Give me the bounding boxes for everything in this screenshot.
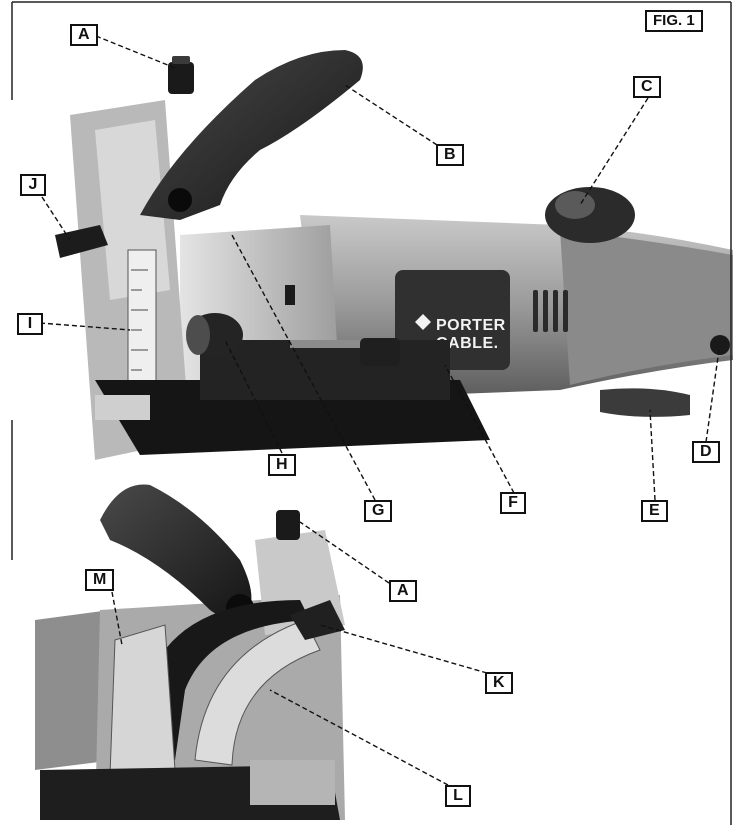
callout-m: M <box>85 569 115 591</box>
figure-title: FIG. 1 <box>645 10 703 32</box>
callout-a-bottom: A <box>389 580 417 602</box>
callout-h: H <box>268 454 296 476</box>
top-tool-view: PORTER CABLE. <box>55 50 733 460</box>
bottom-tool-view <box>35 484 345 820</box>
main-handle <box>140 50 363 220</box>
callout-e: E <box>641 500 668 522</box>
fence-knob-lower <box>276 510 300 540</box>
callout-i: I <box>17 313 43 335</box>
angle-bracket <box>150 600 310 760</box>
depth-stop-rod <box>290 340 390 348</box>
callout-l: L <box>445 785 471 807</box>
callout-k: K <box>485 672 513 694</box>
dust-port <box>545 187 635 243</box>
motor-vents <box>533 290 568 332</box>
angle-lock-lever <box>290 600 345 640</box>
leader-lines <box>39 35 720 786</box>
callout-d: D <box>692 441 720 463</box>
callout-g: G <box>364 500 393 522</box>
depth-knob <box>186 313 243 357</box>
callout-f: F <box>500 492 526 514</box>
motor-partial <box>35 610 115 770</box>
fence-lock-lever <box>55 225 108 258</box>
brand-line-2: CABLE. <box>436 335 499 352</box>
motor-underside <box>600 388 690 417</box>
callout-a-top: A <box>70 24 98 46</box>
motor-rear-grip <box>560 230 733 385</box>
power-switch <box>710 335 730 355</box>
brand-line-1: PORTER <box>436 317 506 334</box>
callout-c: C <box>633 76 661 98</box>
main-handle-lower <box>100 484 252 619</box>
callout-b: B <box>436 144 464 166</box>
fence-knob-top <box>168 56 194 94</box>
callout-j: J <box>20 174 46 196</box>
